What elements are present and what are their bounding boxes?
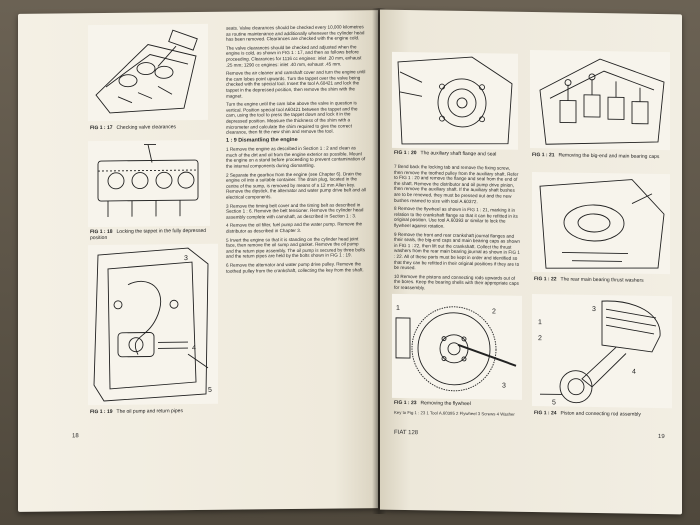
- figure-number: FIG 1 : 21: [532, 152, 555, 159]
- figure-number: FIG 1 : 24: [534, 410, 557, 417]
- right-text-column: 7 Bend back the locking tab and remove t…: [394, 164, 520, 295]
- caption-text: The rear main bearing thrust washers: [560, 276, 644, 284]
- figure-key: Key to Fig 1 : 23 1 Tool A.60395 2 Flywh…: [394, 409, 515, 417]
- callout-label: 5: [208, 387, 212, 394]
- figure-1-17-drawing: [88, 23, 208, 122]
- section-heading: 1 : 9 Dismantling the engine: [226, 136, 298, 144]
- step: 8 Remove the flywheel as shown in FIG 1 …: [394, 206, 518, 229]
- callout-label: 4: [632, 369, 636, 376]
- callout-label: 2: [538, 335, 542, 342]
- figure-1-20-drawing: [392, 51, 518, 150]
- callout-label: 3: [592, 306, 596, 313]
- figure-number: FIG 1 : 23: [394, 399, 417, 407]
- step: 9 Remove the front and rear crankshaft j…: [394, 231, 520, 271]
- step: 4 Remove the oil filter, fuel pump and t…: [226, 221, 363, 234]
- figure-1-21-drawing: [530, 49, 670, 151]
- callout-label: 3: [184, 255, 188, 262]
- paragraph: Turn the engine until the cam lobe above…: [226, 100, 358, 135]
- step: 5 Invert the engine so that it is standi…: [226, 235, 365, 260]
- caption-text: The auxiliary shaft flange and seal: [420, 150, 497, 158]
- figure-1-23-drawing: 1 2 3: [392, 293, 522, 400]
- step: 2 Separate the gearbox from the engine (…: [226, 170, 366, 200]
- caption-text: Checking valve clearances: [116, 124, 176, 131]
- paragraph: The valve clearances should be checked a…: [226, 44, 362, 68]
- figure-1-18-drawing: [88, 139, 210, 228]
- callout-label: 1: [538, 319, 542, 326]
- caption-text: Piston and connecting rod assembly: [560, 410, 641, 418]
- step: 6 Remove the alternator and water pump d…: [226, 261, 364, 274]
- step: 7 Bend back the locking tab and remove t…: [394, 163, 519, 204]
- step: 1 Remove the engine as described in Sect…: [226, 145, 366, 169]
- caption-text: Removing the big-end and main bearing ca…: [558, 152, 660, 161]
- figure-number: FIG 1 : 17: [90, 124, 113, 132]
- paragraph: Remove the air cleaner and camshaft cove…: [226, 69, 366, 99]
- figure-number: FIG 1 : 19: [90, 408, 113, 416]
- callout-label: 4: [192, 345, 196, 352]
- callout-label: 2: [492, 308, 496, 315]
- figure-1-24-drawing: 1 2 3 4 5: [532, 294, 672, 409]
- callout-label: 5: [552, 399, 556, 406]
- callout-label: 1: [396, 305, 400, 312]
- callout-label: 3: [502, 383, 506, 390]
- running-footer: FIAT 128: [394, 429, 419, 437]
- figure-number: FIG 1 : 22: [534, 276, 557, 283]
- caption-text: The oil pump and return pipes: [116, 408, 183, 415]
- left-text-column: seats. Valve clearances should be checke…: [226, 24, 366, 277]
- step: 3 Remove the timing belt cover and the t…: [226, 201, 364, 220]
- step: 10 Remove the pistons and connecting rod…: [394, 273, 519, 291]
- paragraph: seats. Valve clearances should be checke…: [226, 24, 365, 42]
- figure-1-22-drawing: [532, 172, 670, 275]
- caption-text: Removing the flywheel: [420, 400, 471, 408]
- figure-number: FIG 1 : 20: [394, 149, 417, 157]
- page-number: 19: [658, 433, 665, 441]
- page-number: 18: [72, 433, 79, 440]
- figure-1-19-drawing: 3 4 5: [88, 243, 218, 406]
